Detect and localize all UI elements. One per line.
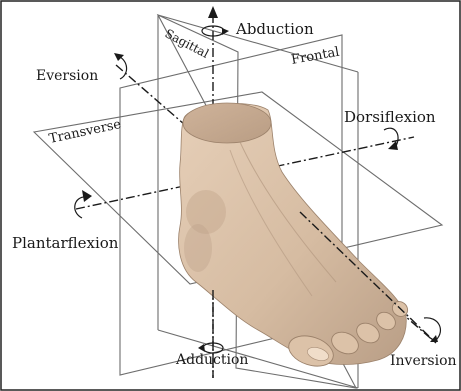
- sagittal-label: Sagittal: [163, 26, 212, 61]
- adduction-label: Adduction: [175, 352, 248, 368]
- transverse-label: Transverse: [48, 117, 123, 147]
- eversion-label: Eversion: [36, 68, 98, 84]
- vertical-axis-arrowhead: [208, 6, 218, 18]
- heel-shading: [184, 224, 212, 272]
- inversion-rotation-icon: [424, 318, 440, 340]
- dorsiflexion-rotation-arrowhead: [388, 141, 398, 150]
- adduction-rotation-arrowhead: [198, 344, 205, 352]
- plantarflexion-rotation-arrowhead: [82, 190, 92, 202]
- inversion-label: Inversion: [390, 353, 457, 369]
- eversion-rotation-arrowhead: [114, 53, 124, 61]
- plantarflexion-label: Plantarflexion: [12, 234, 119, 252]
- dorsiflexion-label: Dorsiflexion: [344, 108, 436, 126]
- abduction-label: Abduction: [235, 20, 314, 38]
- leg-cut-surface: [183, 103, 271, 143]
